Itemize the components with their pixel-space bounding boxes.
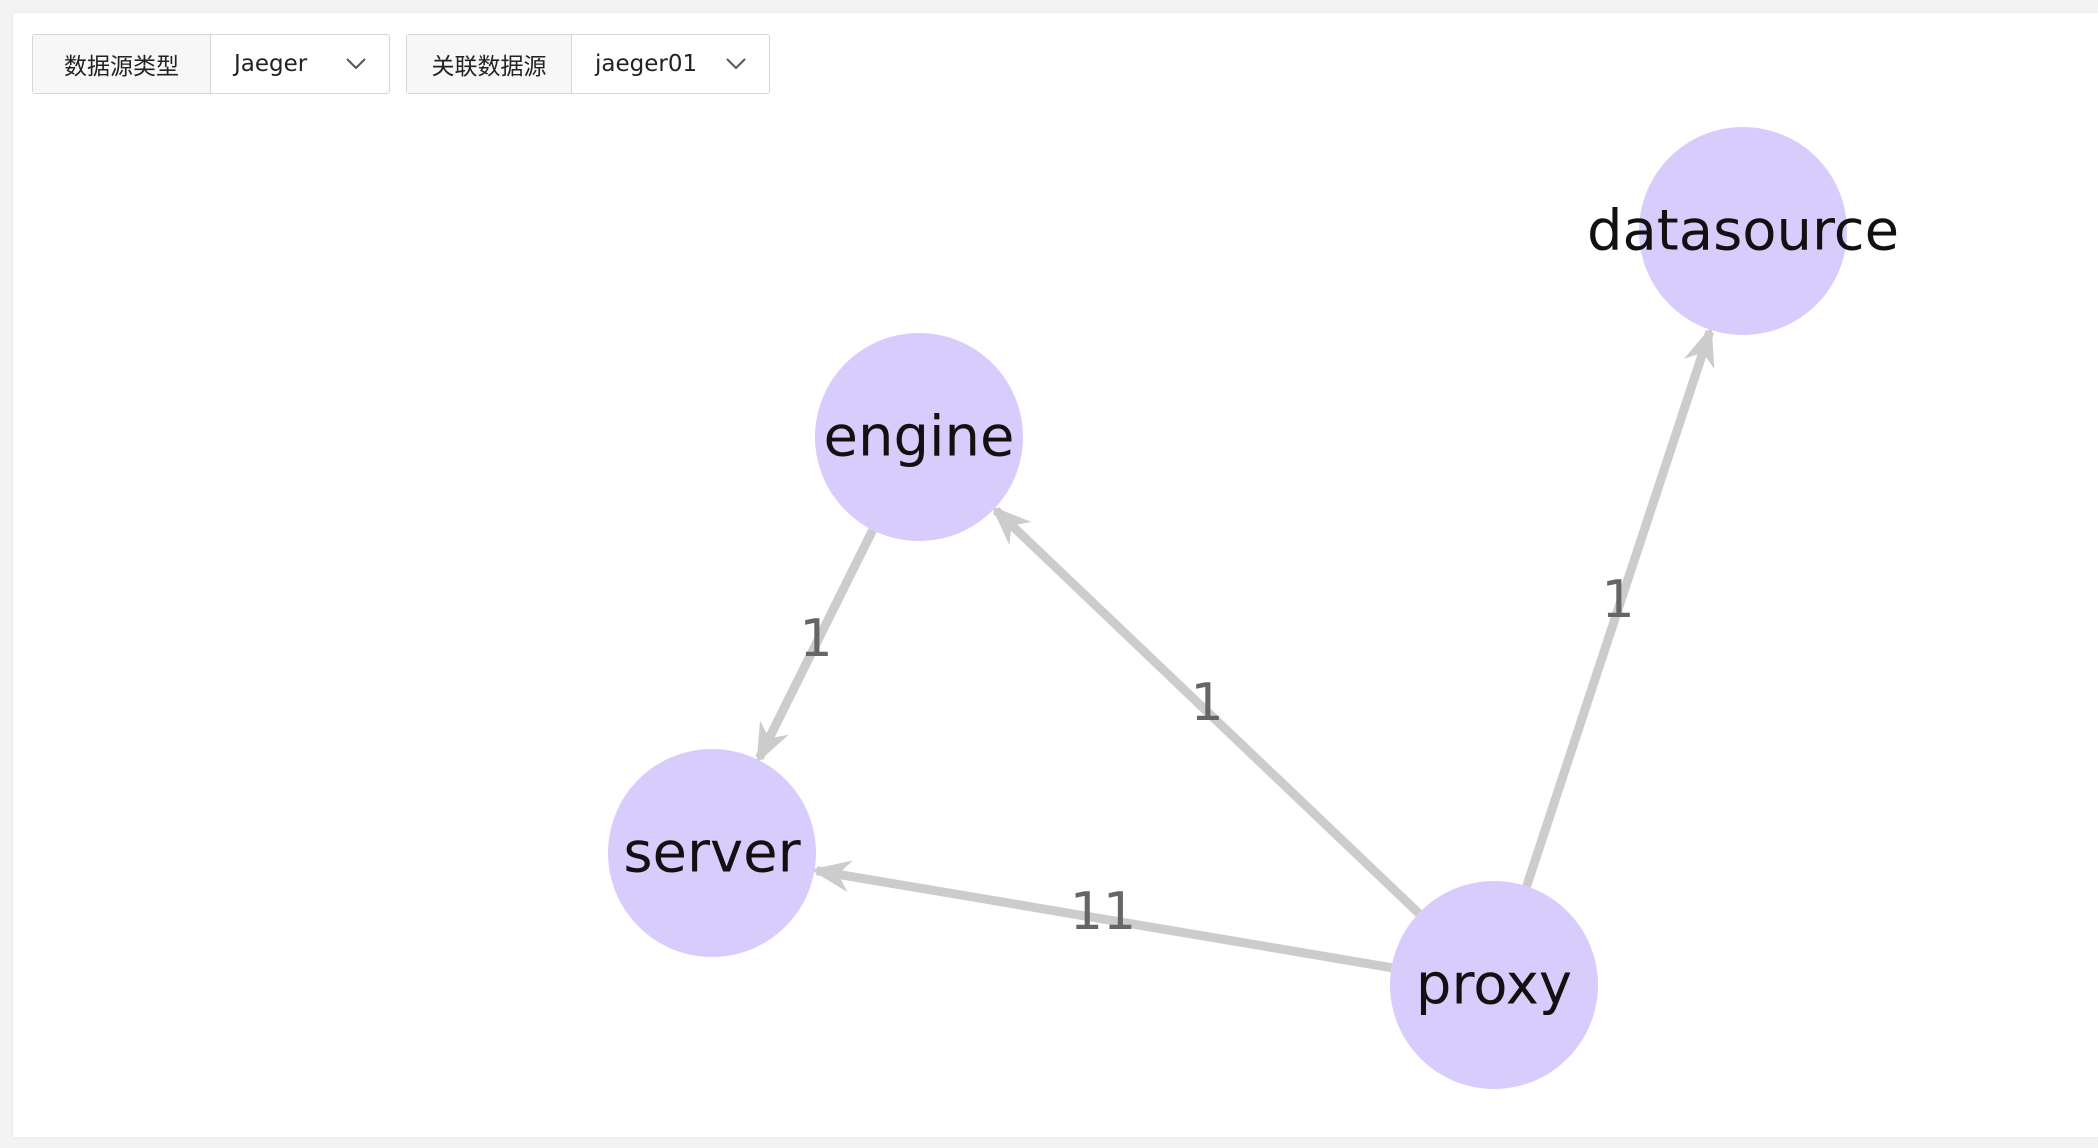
node-datasource[interactable]: datasource — [1587, 127, 1899, 335]
edge-engine-to-server[interactable] — [755, 528, 877, 764]
linked-datasource-filter: 关联数据源 jaeger01 — [406, 34, 770, 94]
datasource-type-select[interactable]: Jaeger — [211, 35, 389, 93]
edge-label-proxy-to-datasource: 1 — [1601, 570, 1634, 630]
node-engine[interactable]: engine — [815, 333, 1023, 541]
node-label-engine: engine — [824, 405, 1015, 470]
edge-label-engine-to-server: 1 — [799, 609, 832, 669]
datasource-type-filter: 数据源类型 Jaeger — [32, 34, 390, 94]
node-circle-server[interactable] — [608, 749, 816, 957]
node-label-proxy: proxy — [1416, 953, 1572, 1018]
linked-datasource-label: 关联数据源 — [407, 35, 572, 93]
edge-label-proxy-to-engine: 1 — [1190, 673, 1223, 733]
node-label-datasource: datasource — [1587, 199, 1899, 264]
edge-label-proxy-to-server: 11 — [1070, 882, 1136, 942]
node-proxy[interactable]: proxy — [1390, 881, 1598, 1089]
edge-proxy-to-datasource[interactable] — [1522, 325, 1715, 888]
datasource-type-value: Jaeger — [234, 51, 308, 77]
edge-proxy-to-server[interactable] — [810, 860, 1393, 973]
chevron-down-icon — [345, 57, 367, 71]
node-circle-datasource[interactable] — [1639, 127, 1847, 335]
node-circle-proxy[interactable] — [1390, 881, 1598, 1089]
chevron-down-icon — [725, 57, 747, 71]
linked-datasource-select[interactable]: jaeger01 — [572, 35, 769, 93]
linked-datasource-value: jaeger01 — [595, 51, 698, 77]
node-server[interactable]: server — [608, 749, 816, 957]
datasource-type-label: 数据源类型 — [33, 35, 211, 93]
node-label-server: server — [623, 821, 801, 886]
node-circle-engine[interactable] — [815, 333, 1023, 541]
edge-proxy-to-engine[interactable] — [991, 505, 1422, 917]
